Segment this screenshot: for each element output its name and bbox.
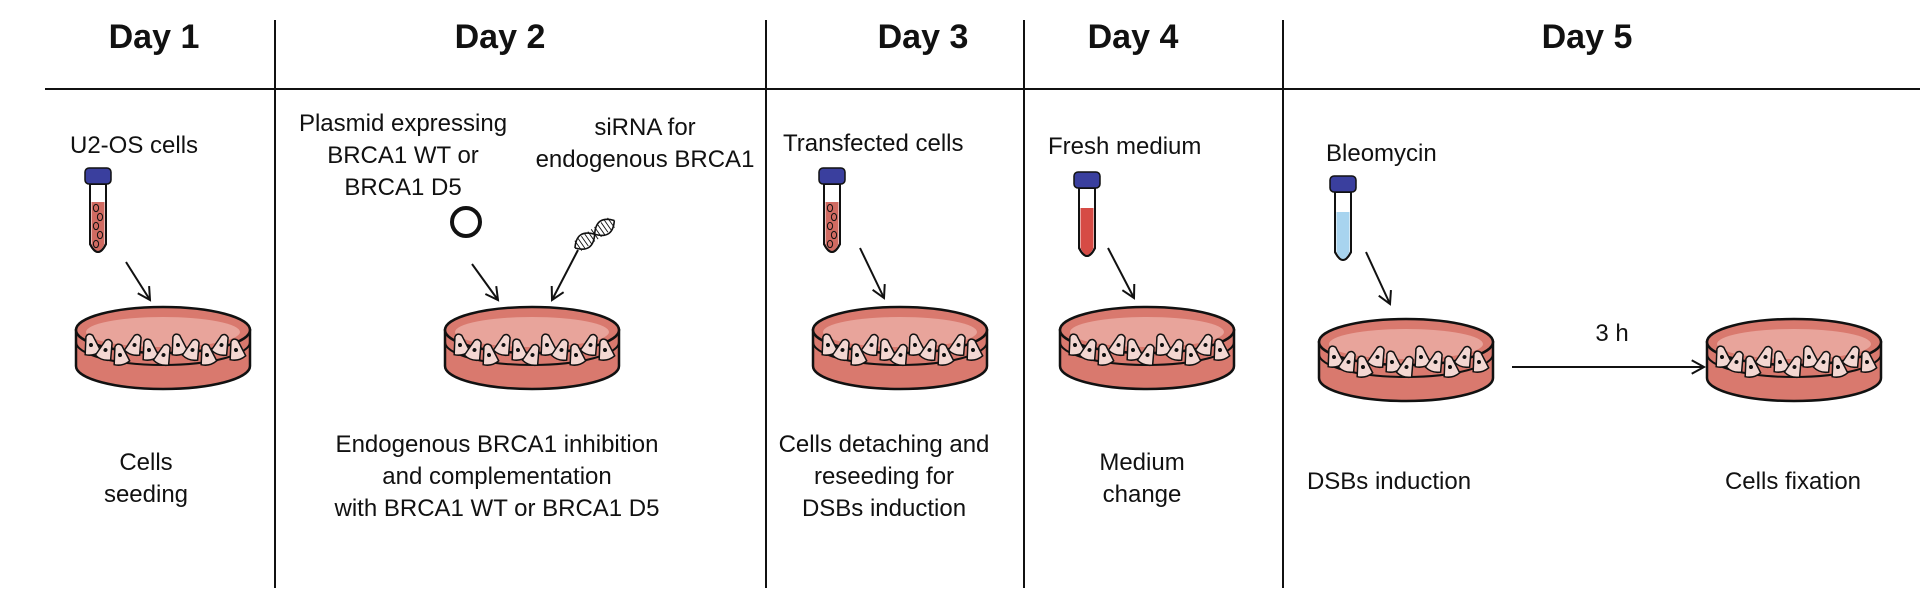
illustrations <box>74 167 1883 403</box>
plasmid-label: Plasmid expressing BRCA1 WT or BRCA1 D5 <box>299 108 507 204</box>
plasmid-line-3: BRCA1 D5 <box>344 174 462 201</box>
caption-day2: Endogenous BRCA1 inhibition and compleme… <box>335 429 660 525</box>
caption-day4: Medium change <box>1099 447 1184 511</box>
time-label: 3 h <box>1595 320 1629 347</box>
day-header-2: Day 2 <box>454 18 546 56</box>
caption-day3-line-1: Cells detaching and <box>778 431 990 458</box>
plasmid-line-1: Plasmid expressing <box>298 110 508 137</box>
caption-day3-line-2: reseeding for <box>813 463 955 490</box>
sirna-line-1: siRNA for <box>594 114 696 141</box>
day-header-3: Day 3 <box>877 18 969 56</box>
arrow-day1 <box>125 261 152 302</box>
caption-day2-line-2: and complementation <box>382 463 612 490</box>
caption-day4-line-1: Medium <box>1099 449 1185 476</box>
transfected-label: Transfected cells <box>783 130 964 157</box>
caption-day2-line-3: with BRCA1 WT or BRCA1 D5 <box>334 495 660 522</box>
arrow-day3 <box>859 247 886 300</box>
tube-fresh-medium <box>1073 171 1101 257</box>
plasmid-icon <box>450 206 482 238</box>
tube-u2os-cells <box>84 167 112 253</box>
petri-dish-day4 <box>1058 305 1236 391</box>
arrow-plasmid <box>471 263 500 302</box>
bleomycin-label: Bleomycin <box>1326 140 1437 167</box>
arrow-day5 <box>1365 251 1392 306</box>
sirna-label: siRNA for endogenous BRCA1 <box>536 112 755 176</box>
grid-lines <box>45 20 1920 588</box>
caption-day4-line-2: change <box>1102 481 1182 508</box>
petri-dish-day1 <box>74 305 252 391</box>
caption-day1: Cells seeding <box>104 447 188 511</box>
caption-day3: Cells detaching and reseeding for DSBs i… <box>779 429 990 525</box>
day-header-1: Day 1 <box>108 18 200 56</box>
petri-dish-day3 <box>811 305 989 391</box>
day-header-5: Day 5 <box>1541 18 1633 56</box>
petri-dish-dsb <box>1317 317 1495 403</box>
caption-day3-line-3: DSBs induction <box>801 495 967 522</box>
caption-dsb: DSBs induction <box>1306 468 1472 495</box>
dna-icon <box>574 217 616 251</box>
sirna-line-2: endogenous BRCA1 <box>535 146 755 173</box>
caption-fix: Cells fixation <box>1724 468 1862 495</box>
arrow-3h <box>1512 359 1707 375</box>
caption-day1-line-2: seeding <box>103 481 189 508</box>
arrow-sirna <box>550 249 579 302</box>
fresh-medium-label: Fresh medium <box>1048 133 1202 160</box>
tube-transfected-cells <box>818 167 846 253</box>
day-header-4: Day 4 <box>1087 18 1179 56</box>
tube-bleomycin <box>1329 175 1357 261</box>
caption-day2-line-1: Endogenous BRCA1 inhibition <box>335 431 659 458</box>
petri-dish-fixation <box>1705 317 1883 403</box>
caption-day1-line-1: Cells <box>119 449 173 476</box>
u2os-label: U2-OS cells <box>70 132 199 159</box>
plasmid-line-2: BRCA1 WT or <box>327 142 479 169</box>
petri-dish-day2 <box>443 305 621 391</box>
arrow-day4 <box>1107 247 1136 300</box>
